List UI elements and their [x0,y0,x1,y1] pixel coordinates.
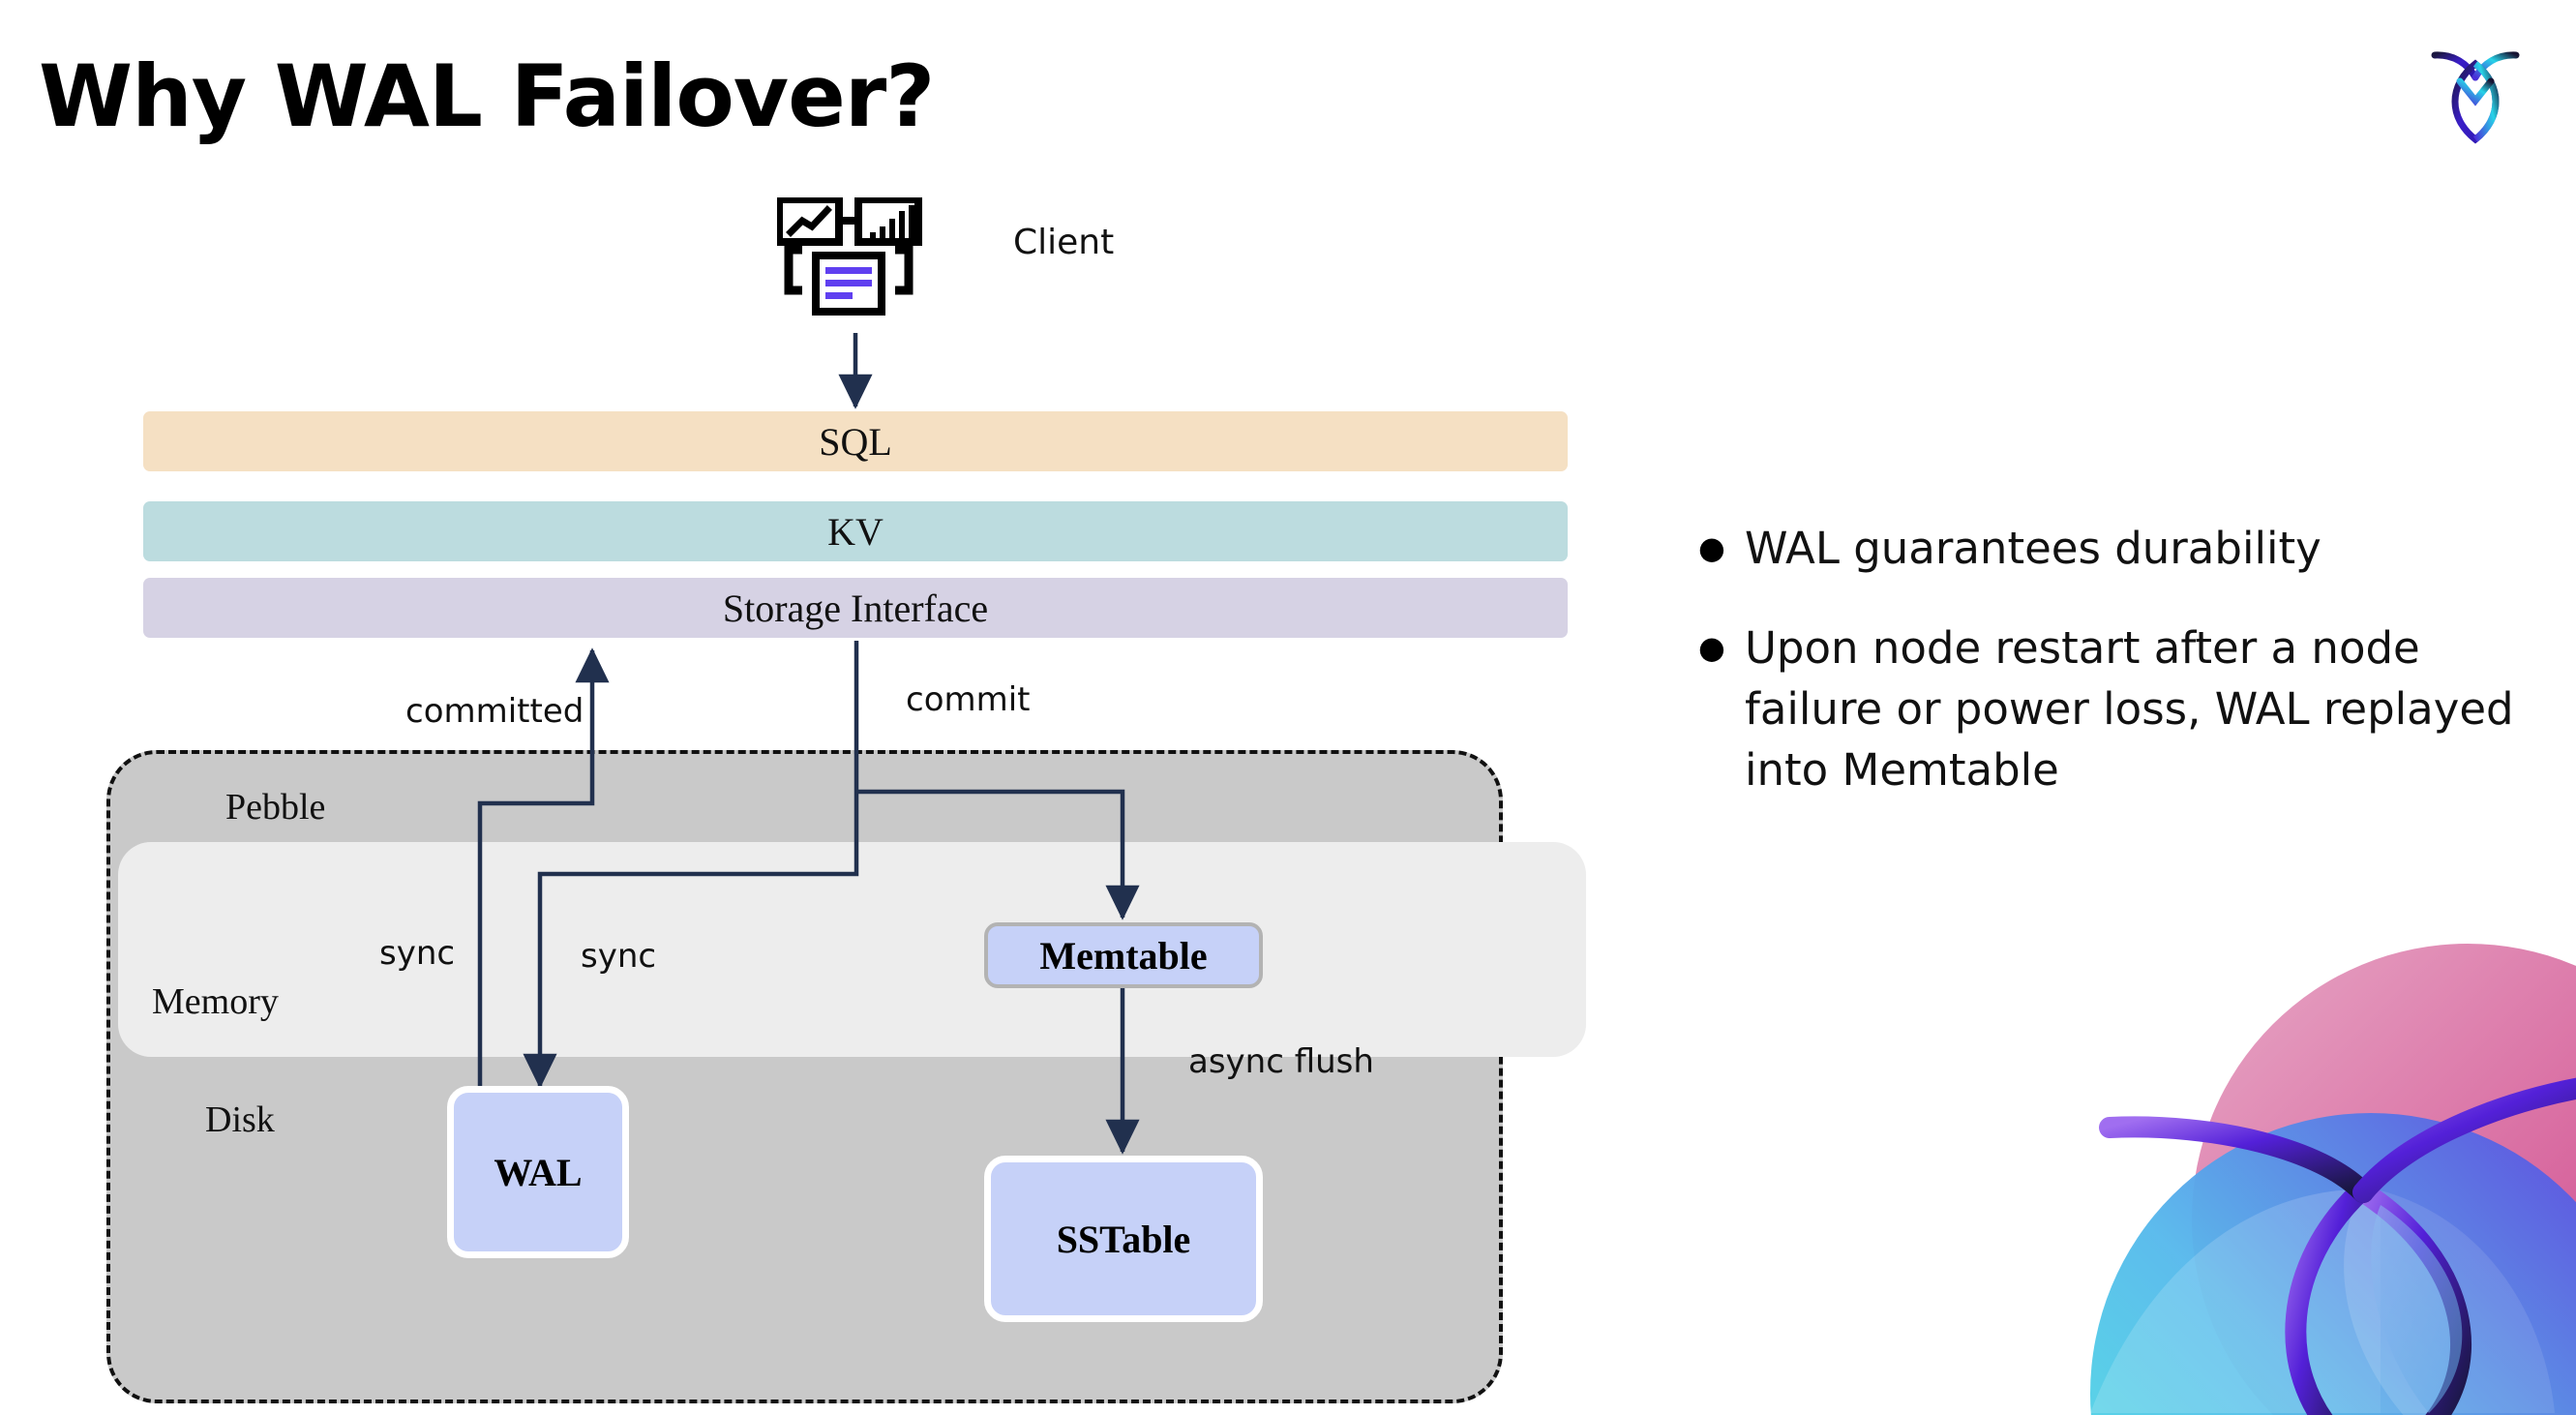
page-title: Why WAL Failover? [39,46,935,146]
layer-bar-storage-interface[interactable]: Storage Interface [143,578,1568,638]
edge-label-sync-right: sync [581,937,657,976]
bullet-text: WAL guarantees durability [1745,523,2321,574]
edge-label-sync-left: sync [379,934,456,973]
edge-label-committed: committed [405,692,584,731]
memory-label: Memory [152,981,279,1022]
memory-region [118,842,1586,1057]
node-memtable[interactable]: Memtable [984,922,1263,988]
list-item: ● Upon node restart after a node failure… [1698,617,2531,800]
architecture-diagram: Client Pebble Memory Disk SQL KV Storage… [106,196,1586,1403]
bullet-text: Upon node restart after a node failure o… [1745,622,2514,796]
disk-label: Disk [205,1099,275,1140]
layer-bar-kv[interactable]: KV [143,501,1568,561]
bullet-marker-icon: ● [1698,629,1725,666]
node-wal[interactable]: WAL [447,1086,629,1258]
layer-bar-sql[interactable]: SQL [143,411,1568,471]
edge-label-async-flush: async flush [1188,1042,1374,1081]
client-label: Client [1013,223,1115,262]
bullet-list: ● WAL guarantees durability ● Upon node … [1698,518,2531,839]
cockroachdb-logo [2417,35,2533,151]
decorative-logo-artwork [1964,929,2576,1415]
client-icon [775,196,934,333]
list-item: ● WAL guarantees durability [1698,518,2531,579]
pebble-label: Pebble [225,787,326,828]
node-sstable[interactable]: SSTable [984,1156,1263,1322]
bullet-marker-icon: ● [1698,529,1725,566]
edge-label-commit: commit [906,680,1031,719]
